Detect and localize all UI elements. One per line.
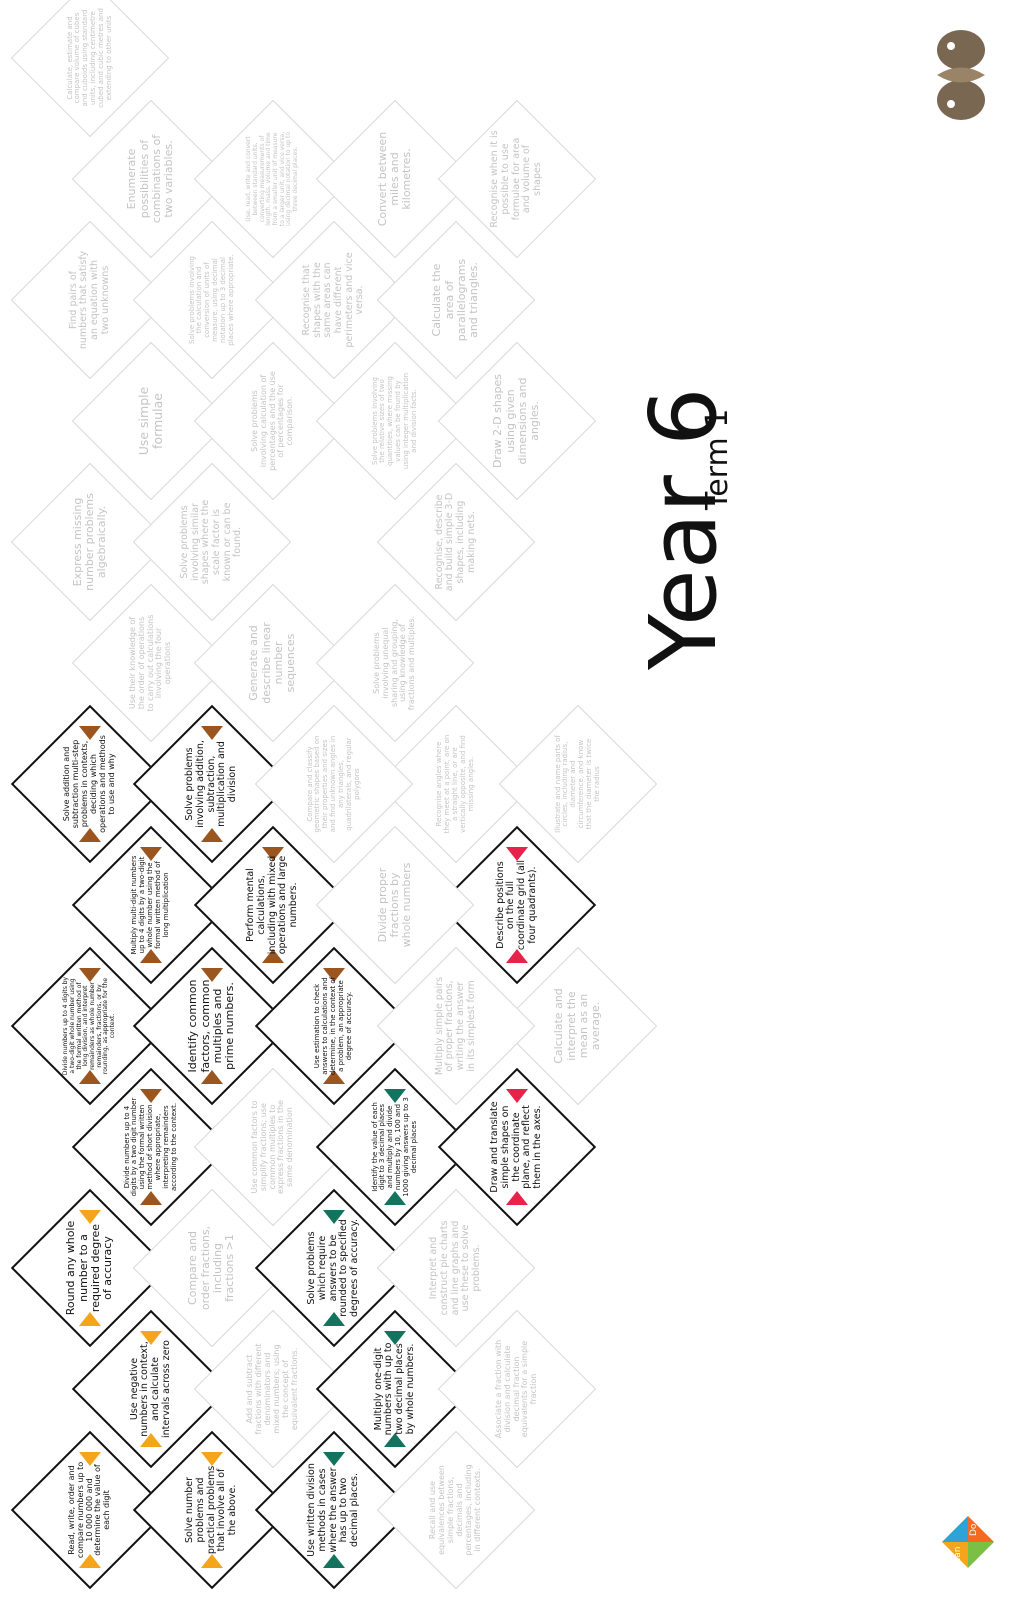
- tile-text: Draw 2-D shapes using given dimensions a…: [467, 371, 567, 471]
- tile-text: Convert between miles and kilometres.: [345, 129, 445, 229]
- tile-text: Use estimation to check answers to calcu…: [284, 976, 384, 1076]
- tile-text: Enumerate possibilities of combinations …: [101, 129, 201, 229]
- tile-text: Divide numbers up to 4 digits by a two-d…: [40, 976, 140, 1076]
- tile-text: Draw and translate simple shapes on the …: [467, 1097, 567, 1197]
- tile-text: Generate and describe linear number sequ…: [223, 613, 323, 713]
- tile-text: Compare and order fractions, including f…: [162, 1218, 262, 1318]
- tile-text: Use common factors to simplify fractions…: [223, 1097, 323, 1197]
- tile-text: Add and subtract fractions with differen…: [223, 1339, 323, 1439]
- logo-can-text: Can: [953, 1546, 963, 1564]
- tile-text: Recognise that shapes with the same area…: [284, 250, 384, 350]
- tile-text: Interpret and construct pie charts and l…: [406, 1218, 506, 1318]
- tile-text: Associate a fraction with division and c…: [467, 1339, 567, 1439]
- tile-text: Recall and use equivalences between simp…: [406, 1460, 506, 1560]
- squirrels-mascot-icon: [925, 20, 997, 130]
- tile-text: Use negative numbers in context, and cal…: [101, 1339, 201, 1439]
- tile-text: Divide proper fractions by whole numbers: [345, 855, 445, 955]
- objective-tile: Illustrate and name parts of circles, in…: [498, 704, 658, 864]
- tile-text: Solve problems involving addition, subtr…: [162, 734, 262, 834]
- page-subtitle: Term 1: [700, 409, 735, 510]
- tile-text: Round any whole number to a required deg…: [40, 1218, 140, 1318]
- tile-text: Calculate, estimate and compare volume o…: [40, 8, 140, 108]
- tile-text: Read, write, order and compare numbers u…: [40, 1460, 140, 1560]
- logo-graphic: Do Can: [938, 1512, 998, 1572]
- objective-tile: Calculate, estimate and compare volume o…: [10, 0, 170, 138]
- tile-text: Identify common factors, common multiple…: [162, 976, 262, 1076]
- tile-text: Calculate the area of parallelograms and…: [406, 250, 506, 350]
- tile-text: Express missing number problems algebrai…: [40, 492, 140, 592]
- tile-text: Calculate and interpret the mean as an a…: [528, 976, 628, 1076]
- tile-text: Solve problems involving calculation of …: [223, 371, 323, 471]
- tile-text: Use their knowledge of the order of oper…: [101, 613, 201, 713]
- tile-text: Describe positions on the full coordinat…: [467, 855, 567, 955]
- tile-text: Recognise angles where they meet at a po…: [406, 734, 506, 834]
- tile-text: Illustrate and name parts of circles, in…: [528, 734, 628, 834]
- tile-text: Multiply multi-digit numbers up to 4 dig…: [101, 855, 201, 955]
- objective-tile: Recognise when it is possible to use for…: [437, 99, 597, 259]
- tile-text: Compare and classify geometric shapes ba…: [284, 734, 384, 834]
- logo-do-text: Do: [969, 1523, 979, 1536]
- tile-text: Use simple formulae: [101, 371, 201, 471]
- tile-text: Solve problems involving similar shapes …: [162, 492, 262, 592]
- tile-text: Divide numbers up to 4 digits by a two d…: [101, 1097, 201, 1197]
- can-do-logo: Do Can: [938, 1512, 998, 1572]
- tile-text: Solve problems involving unequal sharing…: [345, 613, 445, 713]
- tile-text: Use, read, write and convert between sta…: [223, 129, 323, 229]
- tile-text: Multiply one-digit numbers with up to tw…: [345, 1339, 445, 1439]
- tile-text: Solve addition and subtraction multi-ste…: [40, 734, 140, 834]
- tile-text: Perform mental calculations, including w…: [223, 855, 323, 955]
- tile-text: Recognise when it is possible to use for…: [467, 129, 567, 229]
- tile-text: Solve problems involving the calculation…: [162, 250, 262, 350]
- tile-text: Use written division methods in cases wh…: [284, 1460, 384, 1560]
- tile-text: Identify the value of each digit to 3 de…: [345, 1097, 445, 1197]
- tile-text: Recognise, describe and build simple 3-D…: [406, 492, 506, 592]
- tile-text: Find pairs of numbers that satisfy an eq…: [40, 250, 140, 350]
- tile-text: Multiply simple pairs of proper fraction…: [406, 976, 506, 1076]
- tile-text: Solve problems involving the relative si…: [345, 371, 445, 471]
- tile-text: Solve problems which require answers to …: [284, 1218, 384, 1318]
- tile-text: Solve number problems and practical prob…: [162, 1460, 262, 1560]
